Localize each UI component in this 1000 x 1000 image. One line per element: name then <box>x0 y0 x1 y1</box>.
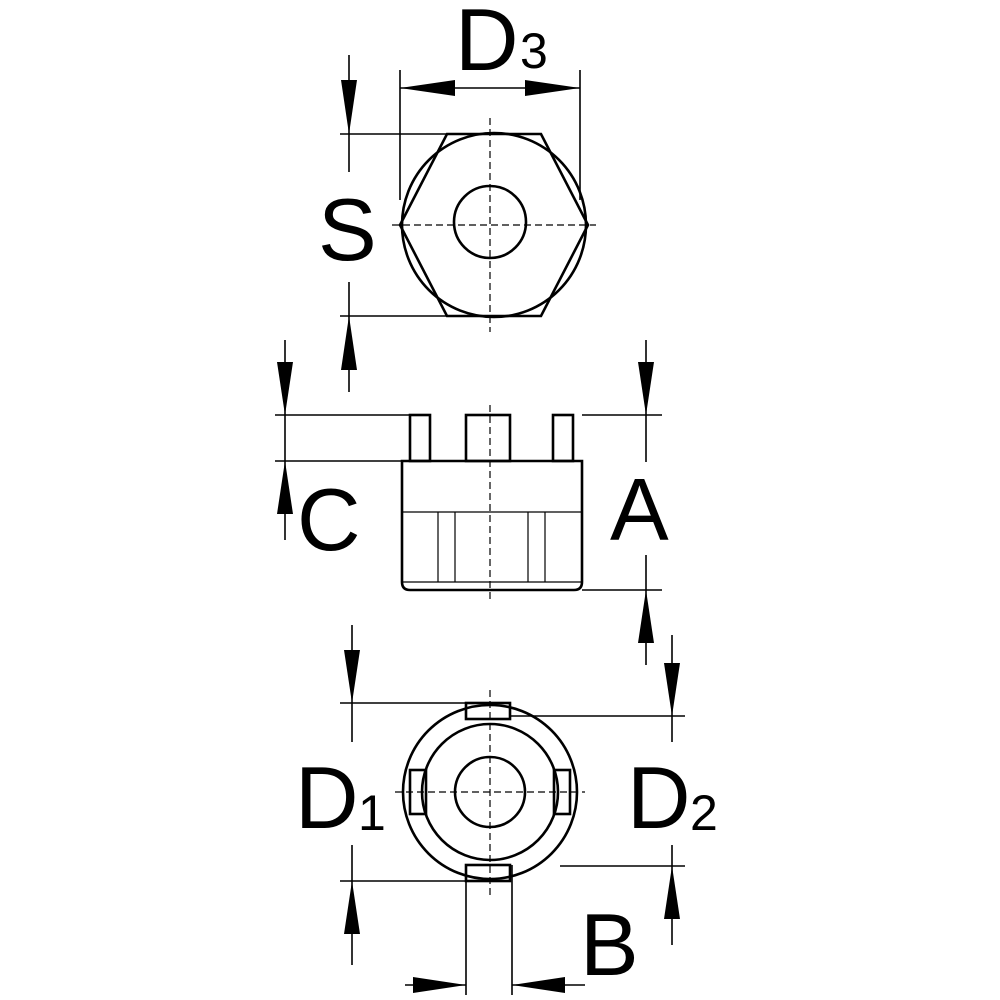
s-arrow-bottom <box>341 316 357 370</box>
side-view-lug-center <box>464 413 512 463</box>
b-arrow-left <box>413 977 466 993</box>
c-label: C <box>297 470 361 569</box>
side-view-lug-right <box>551 413 575 463</box>
side-view-lug-left <box>408 413 432 463</box>
c-arrow-bottom <box>277 461 293 514</box>
d2-subscript: 2 <box>690 785 718 841</box>
side-view <box>400 405 584 600</box>
dimension-b: B <box>405 865 639 995</box>
d1-subscript: 1 <box>358 785 386 841</box>
dimension-d3: D 3 <box>399 0 581 200</box>
dimension-s: S <box>318 55 447 392</box>
bottom-view <box>395 690 585 895</box>
a-label: A <box>610 460 669 559</box>
dimension-d1: D 1 <box>295 625 488 965</box>
d1-arrow-top <box>344 650 360 703</box>
b-arrow-right <box>512 977 565 993</box>
s-arrow-top <box>341 80 357 134</box>
dimension-a: A <box>582 340 669 665</box>
a-arrow-bottom <box>638 590 654 643</box>
d3-arrow-left <box>400 80 455 96</box>
d1-arrow-bottom <box>344 881 360 934</box>
d3-label: D <box>455 0 519 89</box>
d2-arrow-top <box>664 663 680 716</box>
b-label: B <box>580 895 639 994</box>
top-view-hex <box>392 118 596 332</box>
d2-label: D <box>627 748 691 847</box>
d3-subscript: 3 <box>520 23 548 79</box>
c-arrow-top <box>277 362 293 415</box>
d2-arrow-bottom <box>664 866 680 919</box>
s-label: S <box>318 180 377 279</box>
dimension-c: C <box>275 340 410 569</box>
d3-arrow-right <box>525 80 580 96</box>
a-arrow-top <box>638 362 654 415</box>
dimension-d2: D 2 <box>510 635 718 945</box>
d1-label: D <box>295 748 359 847</box>
side-view-body <box>400 459 584 592</box>
